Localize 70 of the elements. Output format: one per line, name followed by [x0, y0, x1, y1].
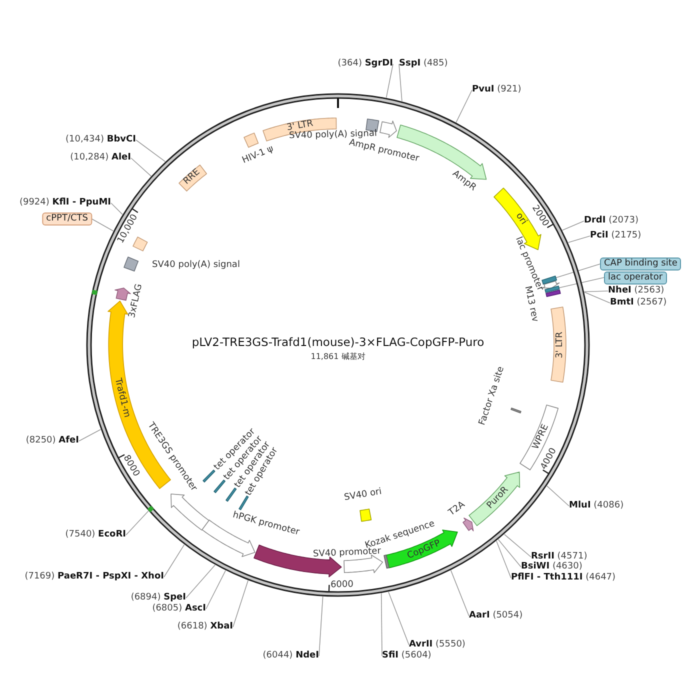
restriction-site-label: RsrII (4571)	[531, 552, 588, 562]
leader-line	[584, 292, 610, 304]
restriction-site-label: BmtI (2567)	[610, 298, 667, 308]
plasmid-title: pLV2-TRE3GS-Trafd1(mouse)-3×FLAG-CopGFP-Puro	[192, 335, 484, 349]
restriction-site-label: DrdI (2073)	[584, 216, 638, 226]
restriction-site-label: (6044) NdeI	[262, 650, 319, 662]
restriction-site-label: MluI (4086)	[569, 500, 624, 512]
feature-label: Trafd1-m	[112, 378, 132, 419]
leader-line	[206, 570, 226, 610]
leader-line	[126, 510, 149, 536]
restriction-site-label: (6805) AscI	[152, 604, 206, 614]
leader-line	[318, 596, 324, 656]
leader-line	[92, 218, 114, 232]
restriction-site-label: PflFI - Tth111I (4647)	[511, 572, 616, 584]
scale-label: 6000	[330, 580, 354, 590]
feature-tag: cPPT/CTS	[42, 212, 92, 226]
restriction-site-label: (8250) AfeI	[26, 436, 79, 446]
leader-line	[388, 592, 410, 646]
leader-line	[546, 486, 570, 506]
leader-line	[562, 220, 584, 231]
restriction-site-label: BsiWI (4630)	[521, 562, 582, 572]
feature-label: 3' LTR	[554, 332, 565, 358]
feature-label: SV40 ori	[344, 486, 383, 503]
feature-label: SV40 promoter	[312, 546, 382, 560]
leader-line	[130, 158, 152, 176]
leader-line	[555, 264, 600, 278]
leader-line	[232, 580, 248, 628]
feature-label: HIV-1 ψ	[241, 144, 276, 166]
feature-label: SV40 poly(A) signal	[152, 260, 240, 270]
feature-label: ori	[514, 212, 528, 227]
leader-line	[136, 140, 166, 162]
scale-label: 4000	[539, 446, 560, 472]
restriction-site-label: (7169) PaeR7I - PspXI - XhoI	[24, 572, 164, 582]
leader-line	[558, 277, 604, 288]
restriction-site-label: (9924) KflI - PpuMI	[19, 198, 111, 208]
leader-line	[496, 540, 512, 578]
feature-label: hPGK promoter	[232, 510, 300, 538]
leader-line	[568, 236, 590, 243]
feature-label: Factor Xa site	[477, 366, 506, 427]
restriction-site-label: NheI (2563)	[608, 286, 664, 296]
restriction-site-label: (7540) EcoRI	[65, 530, 126, 540]
restriction-site-label: SspI (485)	[399, 58, 448, 70]
leader-line	[456, 90, 472, 123]
feature-label: 3xFLAG	[127, 283, 144, 319]
leader-line	[164, 544, 185, 578]
restriction-site-label: SfiI (5604)	[382, 650, 432, 662]
leader-line	[186, 564, 216, 598]
feature-label: AmpR promoter	[348, 138, 420, 165]
leader-line	[398, 64, 402, 102]
leader-line	[450, 570, 470, 616]
leader-line	[380, 592, 382, 656]
restriction-site-label: AvrII (5550)	[409, 640, 466, 650]
leader-line	[498, 539, 522, 568]
feature-label: T2A	[447, 500, 468, 518]
restriction-site-label: (364) SgrDI	[338, 58, 393, 70]
leader-line	[78, 429, 101, 442]
restriction-site-label: PciI (2175)	[590, 230, 642, 242]
feature-tag: CAP binding site	[600, 258, 682, 270]
restriction-site-label: (6894) SpeI	[130, 592, 186, 604]
restriction-site-label: (10,284) AleI	[70, 152, 131, 164]
leader-line	[504, 534, 532, 558]
restriction-site-label: (10,434) BbvCI	[66, 134, 136, 146]
restriction-site-label: (6618) XbaI	[177, 622, 233, 632]
leader-line	[110, 202, 123, 215]
restriction-site-label: AarI (5054)	[469, 610, 523, 622]
feature-tag: lac operator	[604, 271, 667, 284]
leader-line	[584, 290, 608, 292]
restriction-site-label: PvuI (921)	[472, 84, 522, 96]
leader-line	[386, 64, 394, 98]
plasmid-length: 11,861 碱基对	[310, 352, 366, 362]
